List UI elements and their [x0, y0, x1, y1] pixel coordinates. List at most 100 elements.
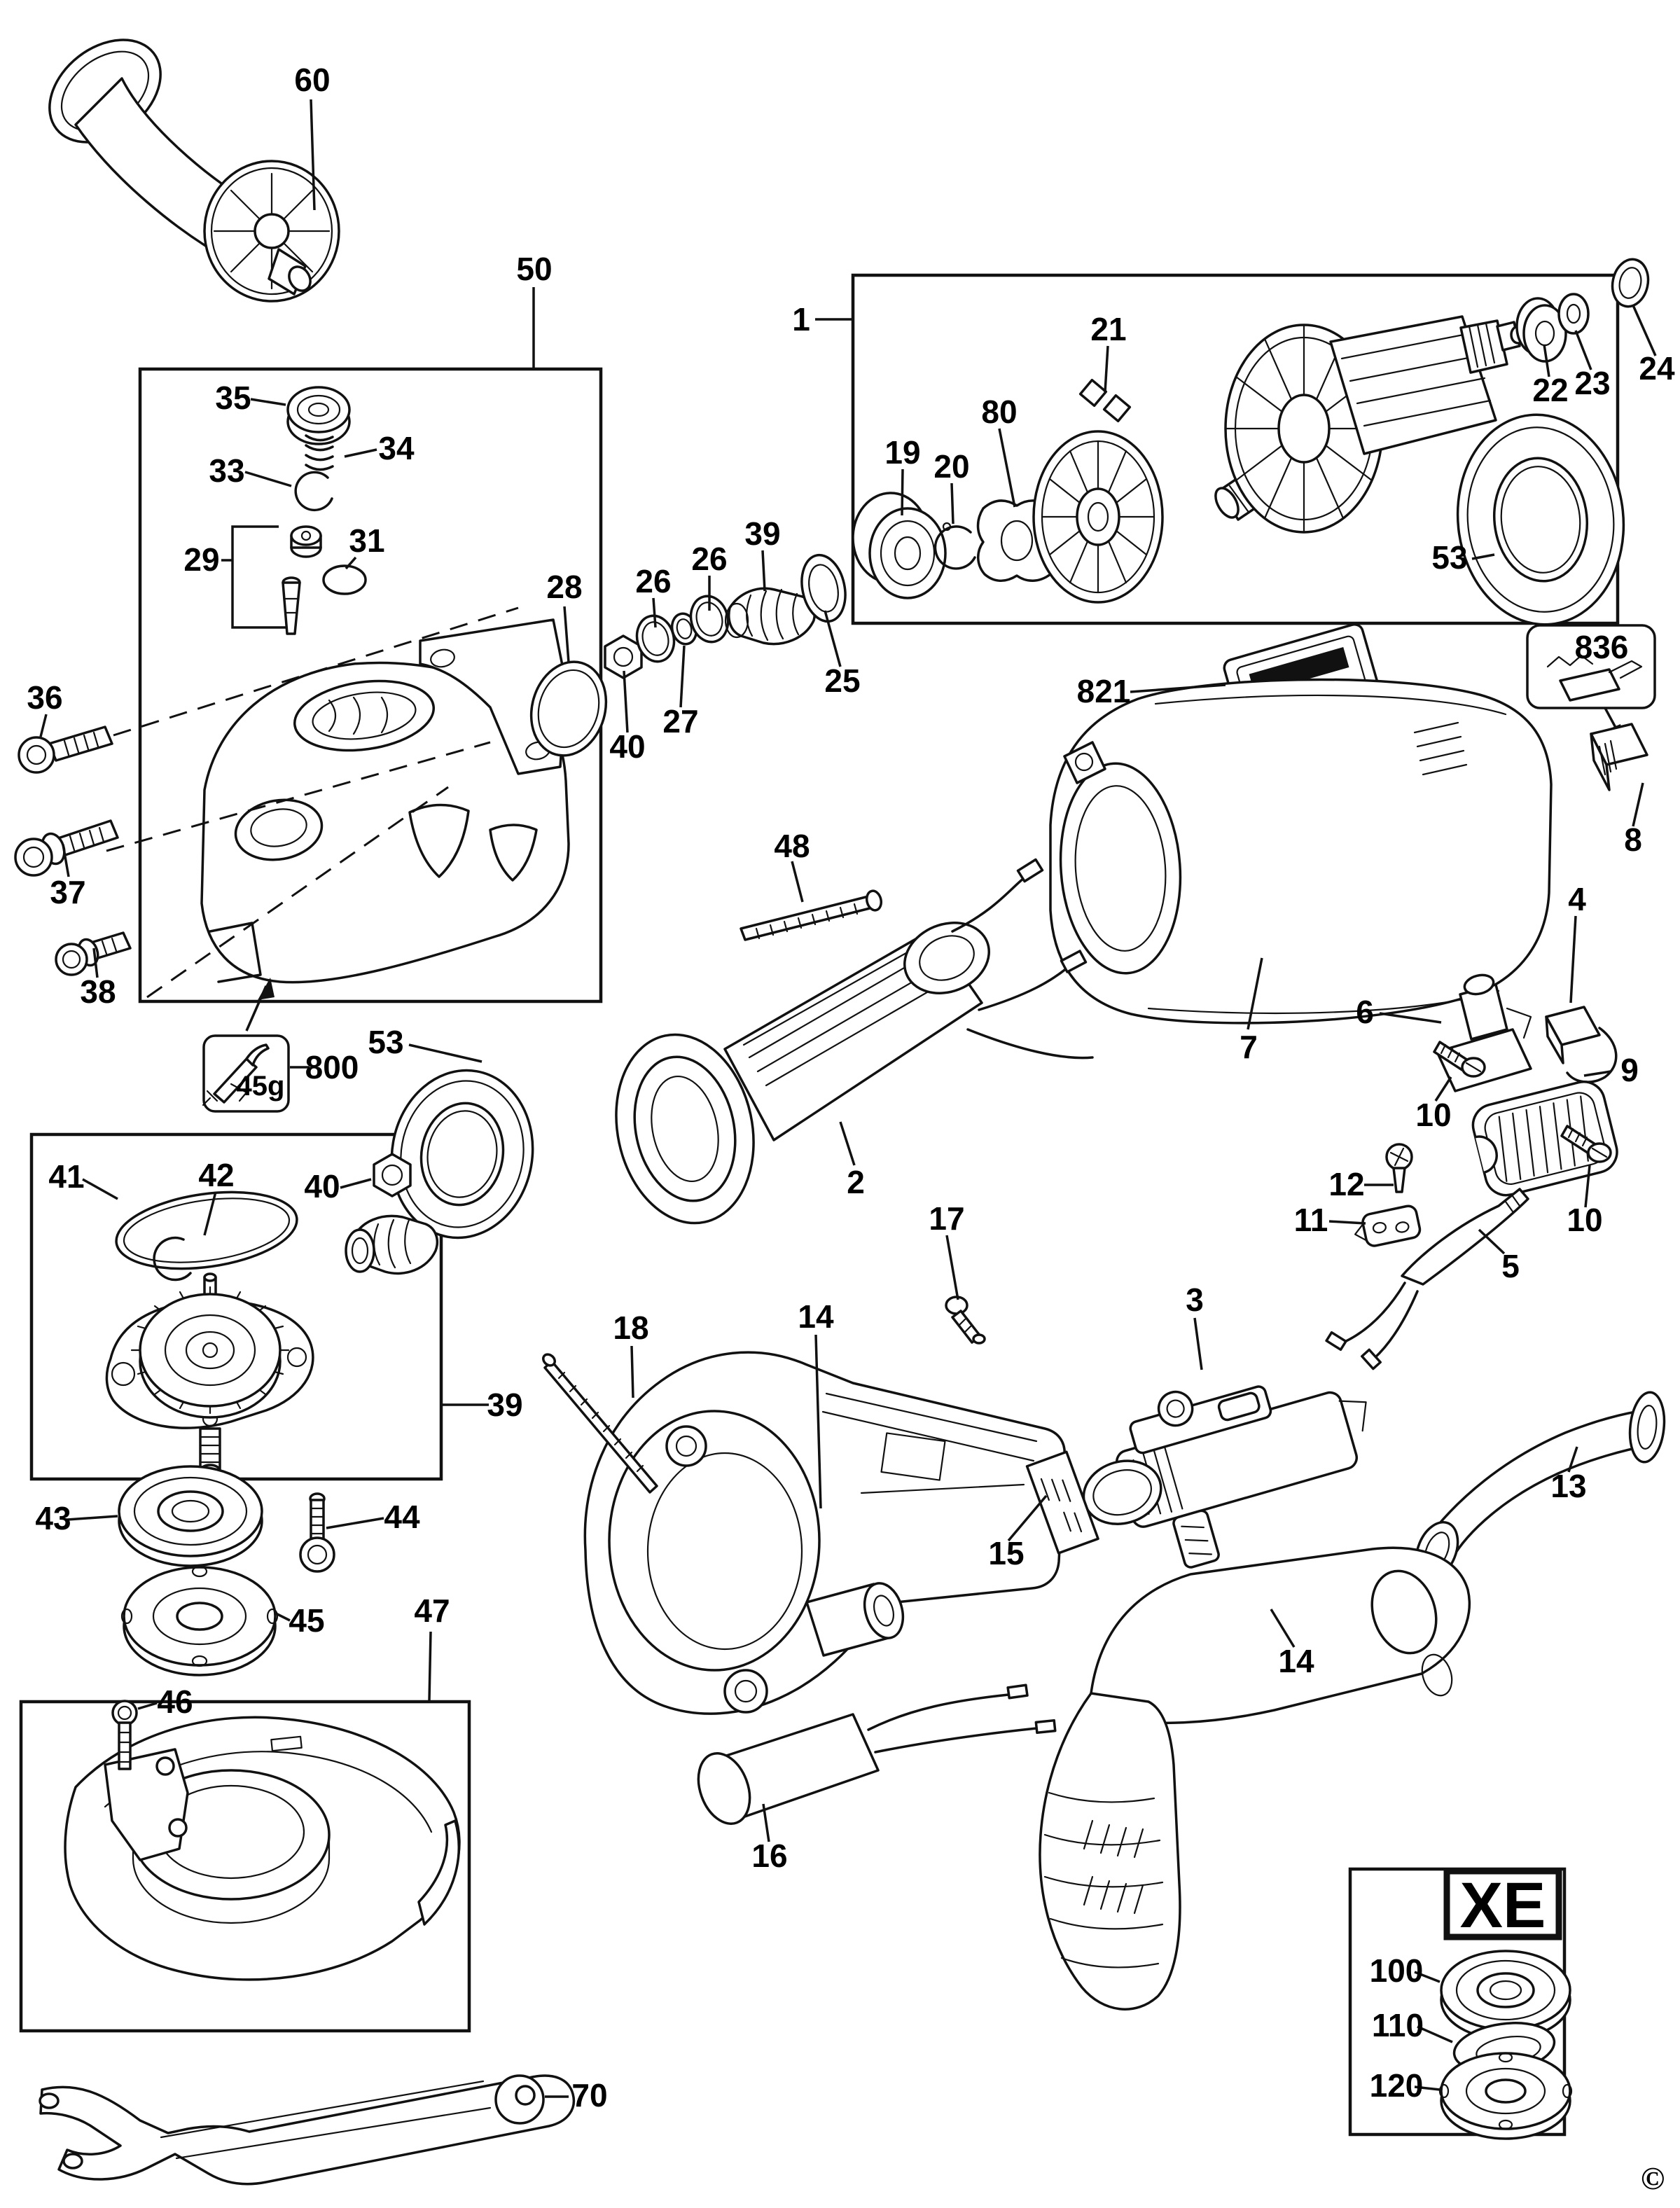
callout-60: 60	[294, 62, 330, 98]
brush-clip-836	[1526, 624, 1656, 744]
callout-2: 2	[847, 1164, 865, 1200]
callout-800: 800	[305, 1049, 359, 1085]
grease-quantity-label: 45g	[237, 1071, 285, 1102]
callout-23: 23	[1574, 365, 1610, 401]
callout-33: 33	[209, 452, 244, 489]
field-coil	[615, 858, 1094, 1225]
bolt-38	[55, 931, 132, 976]
assembly-dashed-lines	[106, 606, 519, 852]
cord-clamp-11	[1354, 1204, 1422, 1247]
callout-14-upper: 14	[798, 1298, 834, 1335]
inspection-cover-9	[1471, 1081, 1618, 1197]
callout-7: 7	[1240, 1029, 1258, 1065]
callout-46: 46	[157, 1683, 193, 1720]
screw-10-upper	[1433, 1041, 1486, 1078]
callout-80: 80	[981, 394, 1017, 430]
clamp-nut-45	[120, 1565, 279, 1676]
callout-836: 836	[1575, 629, 1629, 665]
housing-half-upper	[583, 1351, 1066, 1715]
spindle-nose-parts	[604, 553, 847, 679]
callout-53-left: 53	[368, 1024, 403, 1060]
callout-50: 50	[516, 251, 552, 287]
cord-protector-5	[1325, 1188, 1529, 1370]
fan-blades	[1041, 440, 1155, 594]
callout-5: 5	[1501, 1248, 1520, 1284]
spindle-bearing	[286, 386, 351, 445]
gear-set	[105, 1153, 439, 1478]
callout-20: 20	[933, 448, 969, 485]
screw-44	[299, 1492, 335, 1573]
callout-48: 48	[774, 828, 810, 864]
wheel-guard	[64, 1716, 461, 1981]
bearing-barrel	[805, 1582, 905, 1657]
brush-holder-6	[1436, 973, 1532, 1092]
field-screw-48	[740, 889, 883, 941]
copyright-symbol: ©	[1641, 2160, 1665, 2196]
rating-plate-15	[1025, 1450, 1099, 1555]
callout-19: 19	[884, 434, 920, 471]
grease-tube-icon	[202, 1043, 270, 1106]
pin-wrench	[39, 2074, 576, 2186]
callout-15: 15	[988, 1535, 1024, 1571]
callout-16: 16	[751, 1838, 787, 1874]
callout-4: 4	[1568, 881, 1586, 917]
callout-38: 38	[80, 973, 116, 1010]
spindle-lock-assembly	[231, 525, 322, 635]
armature-group-box	[851, 273, 1620, 625]
capacitor-16	[697, 1683, 1057, 1825]
callout-21: 21	[1090, 311, 1126, 347]
callout-1: 1	[792, 301, 810, 338]
callout-28: 28	[546, 569, 582, 605]
diaphragm-53-right	[1456, 413, 1625, 626]
callout-10-upper: 10	[1415, 1097, 1451, 1133]
callout-43: 43	[35, 1500, 71, 1536]
callout-47: 47	[414, 1592, 450, 1629]
callout-821: 821	[1077, 673, 1131, 709]
callout-12: 12	[1328, 1166, 1364, 1202]
callout-11: 11	[1294, 1202, 1328, 1238]
callout-18: 18	[613, 1310, 648, 1346]
detent-spring	[305, 434, 334, 471]
callout-53-right: 53	[1431, 539, 1467, 576]
xe-marking-box	[1443, 1868, 1562, 1940]
xe-kit-parts	[1438, 1950, 1573, 2140]
ring-24	[1611, 258, 1650, 308]
diaphragm-53-left	[390, 1069, 534, 1240]
callout-41: 41	[48, 1158, 84, 1195]
callout-40-a: 40	[609, 728, 645, 765]
callout-36: 36	[27, 679, 62, 716]
carbon-brush-4	[1545, 1006, 1618, 1083]
callout-29: 29	[183, 541, 219, 578]
callout-9: 9	[1620, 1052, 1639, 1088]
callout-3: 3	[1186, 1282, 1204, 1318]
callout-42: 42	[198, 1157, 234, 1193]
callout-6: 6	[1356, 994, 1374, 1030]
callout-70: 70	[571, 2077, 607, 2113]
screw-17	[945, 1296, 986, 1345]
callout-120: 120	[1370, 2067, 1424, 2104]
o-ring-31	[322, 564, 367, 595]
callout-labels: 60 50 35 34 33 29 31 28 36 37 38 800 45g…	[27, 62, 1675, 2196]
xe-marking: XE	[1460, 1870, 1546, 1941]
callout-45: 45	[289, 1602, 324, 1639]
callout-37: 37	[50, 874, 85, 910]
switch-module	[1082, 1385, 1367, 1569]
side-handle	[48, 39, 340, 303]
callout-25: 25	[824, 662, 860, 699]
callout-100: 100	[1370, 1952, 1424, 1989]
grease-arrow	[245, 978, 275, 1032]
guard-screw-46	[111, 1700, 138, 1770]
callout-22: 22	[1532, 372, 1568, 408]
callout-17: 17	[929, 1200, 964, 1237]
inner-flange-43	[118, 1465, 263, 1567]
housing-half-lower	[1039, 1546, 1471, 2011]
bolt-36	[18, 725, 113, 774]
callout-110: 110	[1372, 2007, 1424, 2043]
retaining-ring-33	[294, 471, 333, 512]
callout-26-a: 26	[635, 563, 671, 599]
callout-31: 31	[349, 522, 384, 559]
guard-group-box	[19, 1700, 471, 2033]
callout-24: 24	[1639, 350, 1675, 387]
